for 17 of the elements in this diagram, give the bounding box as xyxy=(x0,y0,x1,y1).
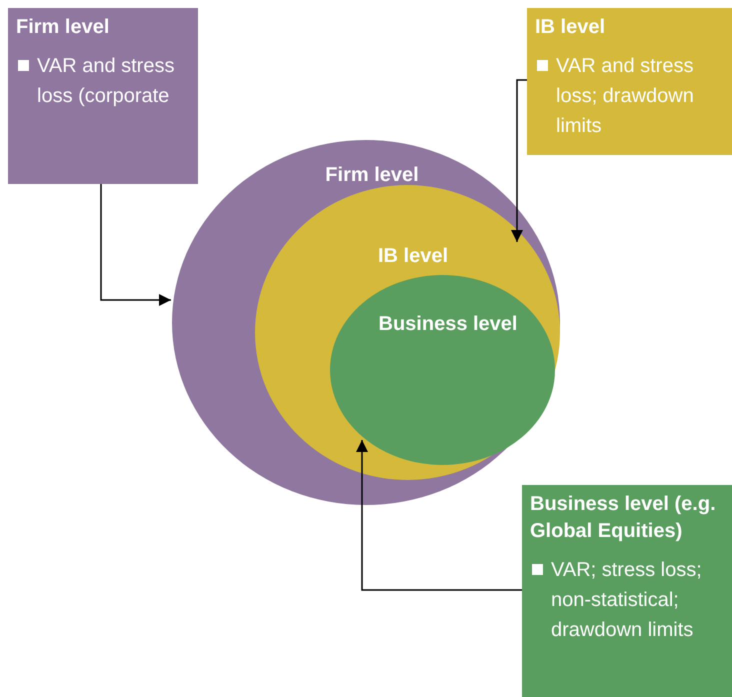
box-heading: Business level (e.g. Global Equities) xyxy=(530,492,717,544)
ellipse-region xyxy=(255,185,560,480)
box-heading: Firm level xyxy=(16,15,110,40)
callout-box xyxy=(527,8,732,155)
arrow xyxy=(100,184,171,306)
bullet-text: VAR; stress loss; non-statistical; drawdown limits xyxy=(551,558,703,643)
region-label: Business level xyxy=(378,312,518,337)
bullet-text: VAR and stress loss (corporate xyxy=(37,54,176,109)
arrow xyxy=(511,79,527,242)
callout-box xyxy=(522,485,732,697)
box-heading: IB level xyxy=(535,15,606,40)
callout-box xyxy=(8,8,198,184)
region-label: Firm level xyxy=(324,163,420,188)
bullet-text: VAR and stress loss; drawdown limits xyxy=(556,54,695,139)
ellipse-region xyxy=(330,275,555,465)
region-label: IB level xyxy=(376,244,450,269)
arrow xyxy=(356,440,522,591)
